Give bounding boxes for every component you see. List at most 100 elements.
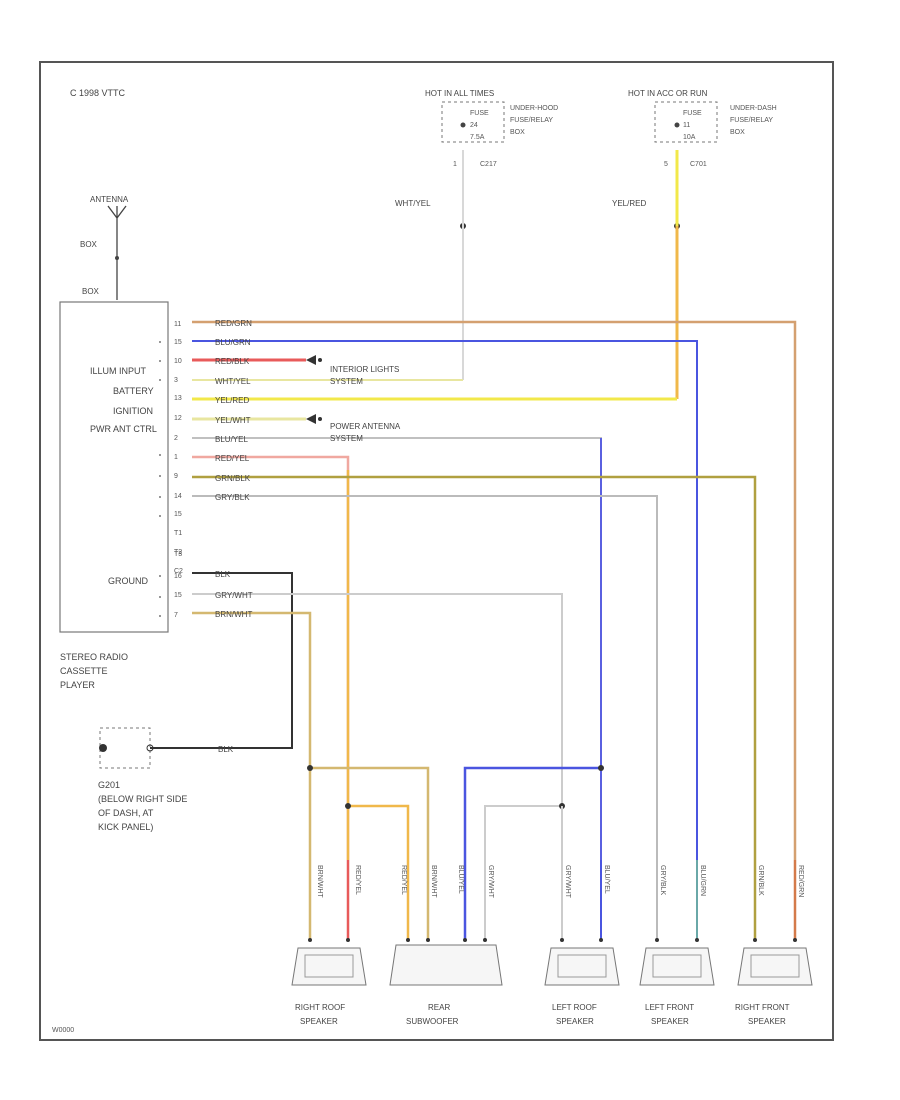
ground-name-3: OF DASH, AT — [98, 808, 154, 818]
wire-red-grn — [192, 320, 797, 860]
radio-box — [59, 301, 169, 633]
radio-func-illum: ILLUM INPUT — [90, 366, 147, 376]
speaker-name-1: LEFT ROOF — [552, 1003, 597, 1012]
wire-label: GRN/BLK — [215, 474, 251, 483]
fuse-right-amps: 10A — [683, 134, 696, 141]
speaker-name-1: REAR — [428, 1003, 450, 1012]
speaker-name-2: SUBWOOFER — [406, 1017, 459, 1026]
wire-label: RED/YEL — [215, 454, 250, 463]
pin-label: T2 — [174, 549, 182, 556]
fuse-right-box-3: BOX — [730, 129, 745, 136]
speaker-wire-label: BRN/WHT — [430, 865, 437, 898]
speaker-right-roof: RIGHT ROOF SPEAKER — [291, 947, 367, 1026]
fuse-left-amps: 7.5A — [470, 134, 485, 141]
pin-label: 2 — [174, 435, 178, 442]
antenna-wire-label-1: BOX — [80, 240, 98, 249]
pin-label: 15 — [174, 511, 182, 518]
interior-lights-system: INTERIOR LIGHTS SYSTEM — [306, 355, 399, 386]
speaker-name-2: SPEAKER — [556, 1017, 594, 1026]
ground-g201: BLK G201 (BELOW RIGHT SIDE OF DASH, AT K… — [98, 727, 234, 832]
speaker-wire-label: BLU/YEL — [457, 865, 464, 894]
wire-label: YEL/WHT — [215, 416, 251, 425]
radio-func-battery: BATTERY — [113, 386, 154, 396]
speaker-right-front: RIGHT FRONT SPEAKER — [735, 947, 813, 1026]
power-antenna-label-1: POWER ANTENNA — [330, 422, 401, 431]
interior-lights-label-2: SYSTEM — [330, 377, 363, 386]
wire-gry-wht — [192, 593, 563, 806]
antenna: ANTENNA BOX BOX — [80, 195, 129, 300]
radio-name-2: CASSETTE — [60, 666, 108, 676]
fuse-left-box-2: FUSE/RELAY — [510, 117, 553, 124]
wire-blu-grn — [192, 340, 698, 860]
speaker-left-front: LEFT FRONT SPEAKER — [639, 947, 715, 1026]
wire-blk-ground — [150, 572, 293, 749]
pin-label: 15 — [174, 592, 182, 599]
fuse-left-box-3: BOX — [510, 129, 525, 136]
ground-wire-label: BLK — [218, 745, 234, 754]
antenna-wire-label-2: BOX — [82, 287, 100, 296]
radio-unit: ILLUM INPUT BATTERY IGNITION PWR ANT CTR… — [59, 301, 169, 690]
pin-label: 13 — [174, 395, 182, 402]
pin-label: 1 — [174, 454, 178, 461]
radio-func-ignition: IGNITION — [113, 406, 153, 416]
fuse-right: HOT IN ACC OR RUN FUSE 11 10A UNDER-DASH… — [612, 89, 777, 229]
fuse-right-label: FUSE — [683, 110, 702, 117]
wire-grn-blk — [192, 475, 757, 860]
pin-label: 10 — [174, 358, 182, 365]
pin-label: 9 — [174, 473, 178, 480]
fuse-right-box-1: UNDER-DASH — [730, 105, 777, 112]
pin-label: 3 — [174, 377, 178, 384]
radio-name-3: PLAYER — [60, 680, 95, 690]
speaker-name-1: RIGHT FRONT — [735, 1003, 790, 1012]
pin-label: T1 — [174, 530, 182, 537]
copyright-note: C 1998 VTTC — [70, 88, 126, 98]
pin-label: 15 — [174, 339, 182, 346]
speaker-wire-label: GRY/WHT — [564, 865, 571, 899]
speaker-wire-label: GRN/BLK — [757, 865, 764, 896]
wire-label: RED/GRN — [215, 319, 252, 328]
wire-blu-yel — [192, 437, 602, 860]
wire-label: GRY/WHT — [215, 591, 253, 600]
wire-label: WHT/YEL — [215, 377, 251, 386]
fuse-left: HOT IN ALL TIMES FUSE 24 7.5A UNDER-HOOD… — [395, 89, 558, 229]
fuse-left-wire-label: WHT/YEL — [395, 199, 431, 208]
speaker-wire-label: RED/GRN — [797, 865, 804, 897]
fuse-left-label: FUSE — [470, 110, 489, 117]
wire-label: BLK — [215, 570, 231, 579]
radio-wires — [150, 320, 797, 860]
power-antenna-label-2: SYSTEM — [330, 434, 363, 443]
radio-func-pwr-ant: PWR ANT CTRL — [90, 424, 157, 434]
diagram-frame — [39, 61, 834, 1041]
ground-name-1: G201 — [98, 780, 120, 790]
wire-label: BLU/GRN — [215, 338, 251, 347]
radio-pins: 11 15 10 3 13 12 2 1 9 14 15 T1 T2 C2 T3… — [174, 321, 183, 619]
fuse-left-header: HOT IN ALL TIMES — [425, 89, 494, 98]
power-antenna-system: POWER ANTENNA SYSTEM — [306, 414, 401, 443]
speaker-name-2: SPEAKER — [300, 1017, 338, 1026]
speaker-wire-label: GRY/WHT — [487, 865, 494, 899]
speaker-wire-label: BLU/YEL — [603, 865, 610, 894]
wire-label: GRY/BLK — [215, 493, 250, 502]
fuse-left-number: 24 — [470, 122, 478, 129]
speaker-left-roof: LEFT ROOF SPEAKER — [544, 947, 620, 1026]
pin-label: 14 — [174, 493, 182, 500]
pin-label: T3 — [174, 551, 182, 558]
speaker-rear-subwoofer: REAR SUBWOOFER — [389, 944, 503, 1026]
wire-label: YEL/RED — [215, 396, 249, 405]
speaker-name-2: SPEAKER — [748, 1017, 786, 1026]
fuse-right-connector: C701 — [690, 161, 707, 168]
ground-name-4: KICK PANEL) — [98, 822, 153, 832]
radio-ground-label: GROUND — [108, 576, 148, 586]
fuse-right-conn-pin: 5 — [664, 161, 668, 168]
interior-lights-label-1: INTERIOR LIGHTS — [330, 365, 399, 374]
pin-label: 12 — [174, 415, 182, 422]
speaker-wire-label: GRY/BLK — [659, 865, 666, 896]
speaker-wire-label: RED/YEL — [400, 865, 407, 895]
fuse-right-header: HOT IN ACC OR RUN — [628, 89, 708, 98]
fuse-left-connector: C217 — [480, 161, 497, 168]
wire-labels: RED/GRN BLU/GRN RED/BLK WHT/YEL YEL/RED … — [215, 319, 253, 619]
figure-code: W0000 — [52, 1027, 74, 1034]
ground-name-2: (BELOW RIGHT SIDE — [98, 794, 187, 804]
speaker-wire-label: RED/YEL — [354, 865, 361, 895]
